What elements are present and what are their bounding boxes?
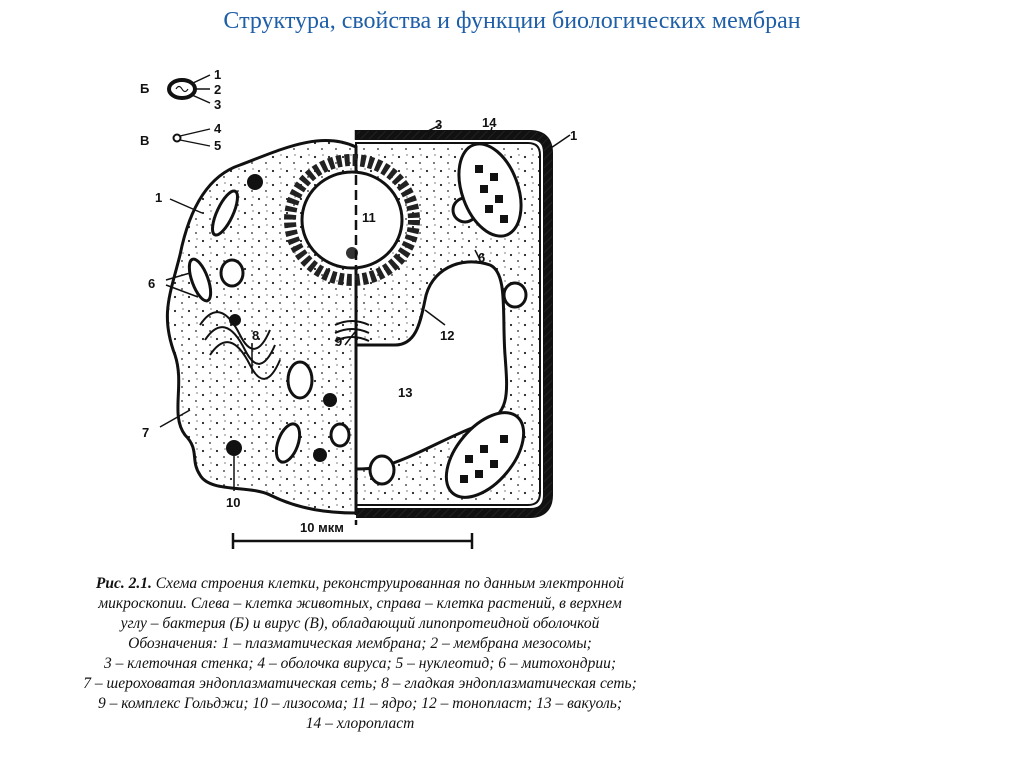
caption-line-1: Рис. 2.1. Схема строения клетки, реконст…	[20, 574, 700, 594]
virus-label-5: 5	[214, 138, 221, 153]
label-1-right: 1	[570, 128, 577, 143]
bacteria-inset: Б 1 2 3	[140, 67, 221, 112]
chloroplasts	[444, 142, 526, 499]
label-6-left: 6	[148, 276, 155, 291]
virus-label-4: 4	[214, 121, 222, 136]
virus-label: В	[140, 133, 149, 148]
caption-line-4: Обозначения: 1 – плазматическая мембрана…	[128, 635, 592, 652]
label-13: 13	[398, 385, 412, 400]
nucleus	[284, 154, 420, 286]
caption-text: Схема строения клетки, реконструированна…	[155, 575, 625, 592]
scale-bar-label: 10 мкм	[300, 520, 344, 535]
slide-title: Структура, свойства и функции биологичес…	[223, 8, 801, 34]
bacteria-label: Б	[140, 81, 149, 96]
label-11: 11	[362, 210, 376, 225]
label-9: 9	[335, 334, 342, 349]
figure-caption: Рис. 2.1. Схема строения клетки, реконст…	[20, 574, 700, 734]
bacteria-label-2: 2	[214, 82, 221, 97]
label-1-left: 1	[155, 190, 162, 205]
scale-bar	[231, 533, 474, 549]
caption-line-7: 9 – комплекс Гольджи; 10 – лизосома; 11 …	[97, 695, 623, 712]
leader-lines	[159, 124, 571, 491]
cell-diagram: Б 1 2 3 В 4 5	[140, 67, 577, 549]
caption-line-5: 3 – клеточная стенка; 4 – оболочка вирус…	[104, 655, 616, 672]
mitochondria	[187, 189, 528, 486]
label-12: 12	[440, 328, 454, 343]
virus-inset: В 4 5	[140, 121, 222, 153]
caption-line-3: углу – бактерия (Б) и вирус (В), обладаю…	[120, 615, 600, 632]
lysosomes	[226, 174, 337, 462]
caption-line-8: 14 – хлоропласт	[305, 715, 415, 732]
label-8: 8	[252, 328, 259, 343]
caption-line-2: микроскопии. Слева – клетка животных, сп…	[98, 595, 622, 612]
bacteria-label-1: 1	[214, 67, 221, 82]
label-10: 10	[226, 495, 240, 510]
label-7: 7	[142, 425, 149, 440]
caption-heading: Рис. 2.1.	[95, 575, 152, 592]
caption-line-6: 7 – шероховатая эндоплазматическая сеть;…	[83, 675, 637, 692]
label-14: 14	[482, 115, 497, 130]
label-6-right: 6	[478, 250, 485, 265]
label-3: 3	[435, 117, 442, 132]
bacteria-label-3: 3	[214, 97, 221, 112]
